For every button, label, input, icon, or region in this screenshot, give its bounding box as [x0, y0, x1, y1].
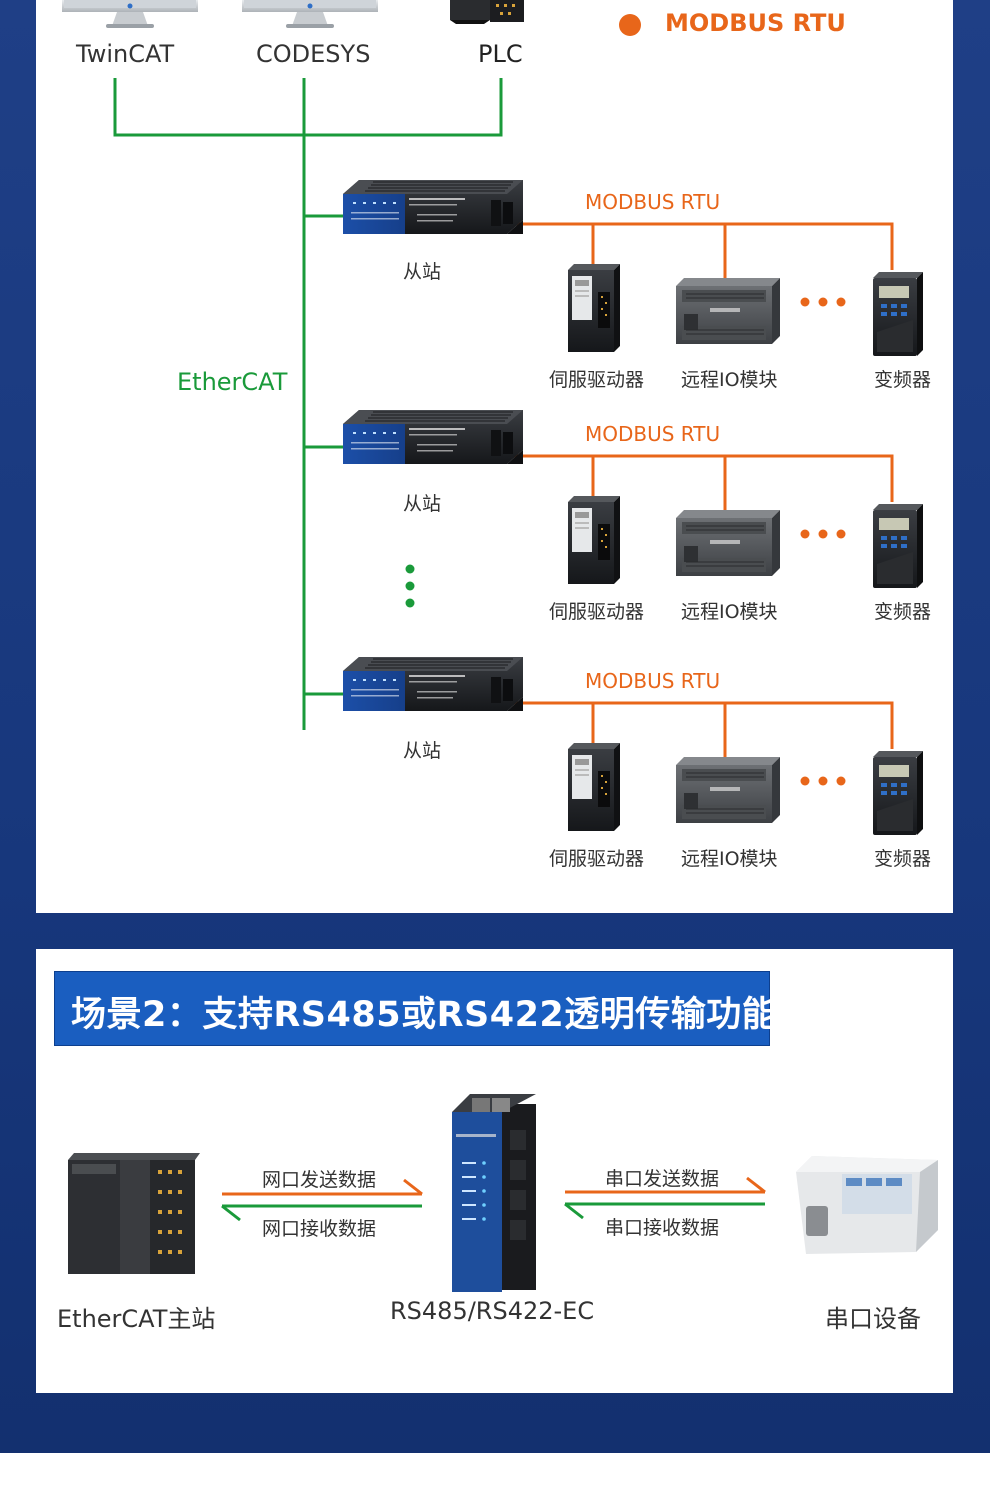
- data-arrows: [221, 1176, 766, 1222]
- slave-gateway-1: [342, 179, 524, 235]
- legend-modbus-label: MODBUS RTU: [665, 9, 846, 37]
- orange-ellipsis-icon: [800, 297, 846, 786]
- host-label-twincat: TwinCAT: [76, 40, 175, 68]
- gateway-model-label: RS485/RS422-EC: [390, 1297, 595, 1325]
- device-label-vfd: 变频器: [874, 601, 932, 623]
- net-recv-label: 网口接收数据: [262, 1218, 377, 1240]
- remote-io-icon: [675, 509, 781, 577]
- device-label-remote-io: 远程IO模块: [681, 369, 778, 391]
- servo-drive-icon: [568, 743, 620, 831]
- ethercat-master-label: EtherCAT主站: [57, 1305, 216, 1333]
- slave-label: 从站: [403, 740, 442, 762]
- ethercat-bus-lines: [113, 78, 503, 730]
- twincat-monitor-icon: [62, 0, 198, 28]
- serial-device-icon: [796, 1156, 938, 1254]
- ethercat-bus-label: EtherCAT: [177, 368, 288, 396]
- remote-io-icon: [675, 277, 781, 345]
- host-label-codesys: CODESYS: [256, 40, 371, 68]
- servo-drive-icon: [568, 264, 620, 352]
- ethercat-master-plc-icon: [68, 1153, 200, 1274]
- serial-recv-label: 串口接收数据: [605, 1217, 720, 1239]
- remote-io-icon: [675, 756, 781, 824]
- slave-label: 从站: [403, 261, 442, 283]
- modbus-lines: [508, 222, 894, 761]
- device-label-servo: 伺服驱动器: [549, 601, 645, 623]
- orange-dot-icon: [619, 14, 641, 36]
- host-label-plc: PLC: [478, 40, 523, 68]
- device-label-servo: 伺服驱动器: [549, 369, 645, 391]
- serial-device-label: 串口设备: [825, 1305, 921, 1333]
- vfd-icon: [873, 504, 923, 588]
- device-label-vfd: 变频器: [874, 369, 932, 391]
- slave-label: 从站: [403, 493, 442, 515]
- servo-drive-icon: [568, 496, 620, 584]
- serial-send-label: 串口发送数据: [605, 1168, 720, 1190]
- device-label-remote-io: 远程IO模块: [681, 848, 778, 870]
- modbus-rtu-label: MODBUS RTU: [585, 669, 721, 693]
- modbus-rtu-label: MODBUS RTU: [585, 190, 721, 214]
- modbus-rtu-label: MODBUS RTU: [585, 422, 721, 446]
- plc-icon: [450, 0, 524, 24]
- slave-gateway-2: [342, 409, 524, 465]
- vfd-icon: [873, 751, 923, 835]
- device-label-vfd: 变频器: [874, 848, 932, 870]
- net-send-label: 网口发送数据: [262, 1169, 377, 1191]
- vertical-ellipsis-icon: [405, 564, 415, 608]
- device-label-remote-io: 远程IO模块: [681, 601, 778, 623]
- rs485-rs422-ec-gateway-icon: [452, 1094, 536, 1292]
- vfd-icon: [873, 272, 923, 356]
- device-label-servo: 伺服驱动器: [549, 848, 645, 870]
- scene2-title: 场景2：支持RS485或RS422透明传输功能: [71, 995, 778, 1035]
- scene2-title-bar: 场景2：支持RS485或RS422透明传输功能: [54, 971, 777, 1046]
- codesys-monitor-icon: [242, 0, 378, 28]
- slave-gateway-3: [342, 656, 524, 712]
